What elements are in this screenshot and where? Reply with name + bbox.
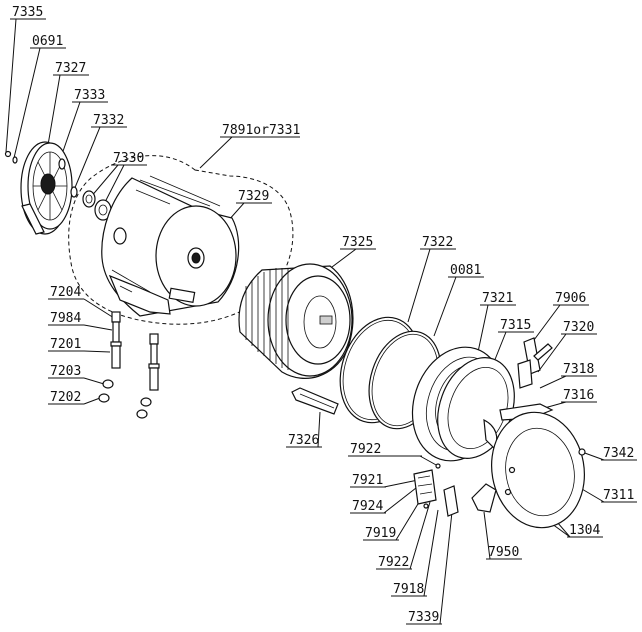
label-7333: 7333 [74, 88, 105, 103]
label-7201: 7201 [50, 337, 81, 352]
label-7332: 7332 [93, 113, 124, 128]
label-7335: 7335 [12, 5, 43, 20]
part-lifter-7326 [291, 387, 339, 415]
label-7325: 7325 [342, 235, 373, 250]
leader-lines [5, 18, 637, 625]
label-7318: 7318 [563, 362, 594, 377]
part-washer-0691 [12, 156, 18, 164]
label-7326: 7326 [288, 433, 319, 448]
label-7906: 7906 [555, 291, 586, 306]
label-7321: 7321 [482, 291, 513, 306]
label-0081: 0081 [450, 263, 481, 278]
label-7984: 7984 [50, 311, 81, 326]
label-7316: 7316 [563, 388, 594, 403]
label-7922-upper: 7922 [350, 442, 381, 457]
label-7924: 7924 [352, 499, 383, 514]
label-1304: 1304 [569, 523, 600, 538]
label-7315: 7315 [500, 318, 531, 333]
part-shock-absorber-left [98, 311, 122, 403]
label-7329: 7329 [238, 189, 269, 204]
label-7322: 7322 [422, 235, 453, 250]
label-7342: 7342 [603, 446, 634, 461]
label-7919: 7919 [365, 526, 396, 541]
label-7311: 7311 [603, 488, 634, 503]
label-7320: 7320 [563, 320, 594, 335]
label-7203: 7203 [50, 364, 81, 379]
label-7918: 7918 [393, 582, 424, 597]
part-labels: 7335 0691 7327 7333 7332 7330 7891or7331… [12, 5, 634, 625]
label-7204: 7204 [50, 285, 81, 300]
part-rear-tub-7891 [101, 175, 240, 317]
part-handle-7339 [443, 485, 459, 517]
part-outer-door-7311 [490, 411, 586, 529]
part-shock-absorber-right [136, 333, 160, 419]
part-handle-assembly-7921 [413, 463, 441, 509]
tub-dashed-outline [68, 155, 294, 325]
part-bearing-7330 [82, 190, 112, 221]
part-bolt-7333 [58, 158, 66, 170]
label-7327: 7327 [55, 61, 86, 76]
part-nut-7332 [70, 186, 78, 198]
part-drum-7325 [238, 263, 354, 379]
label-7950: 7950 [488, 545, 519, 560]
label-7339: 7339 [408, 610, 439, 625]
part-hinge-7950 [471, 483, 497, 513]
label-7891: 7891or7331 [222, 123, 300, 138]
label-7202: 7202 [50, 390, 81, 405]
part-screw-7335 [4, 150, 12, 158]
part-interlock-7906 [517, 337, 553, 389]
label-7921: 7921 [352, 473, 383, 488]
label-7330: 7330 [113, 151, 144, 166]
part-pulley-7327 [20, 141, 73, 235]
label-7922-lower: 7922 [378, 555, 409, 570]
label-0691: 0691 [32, 34, 63, 49]
